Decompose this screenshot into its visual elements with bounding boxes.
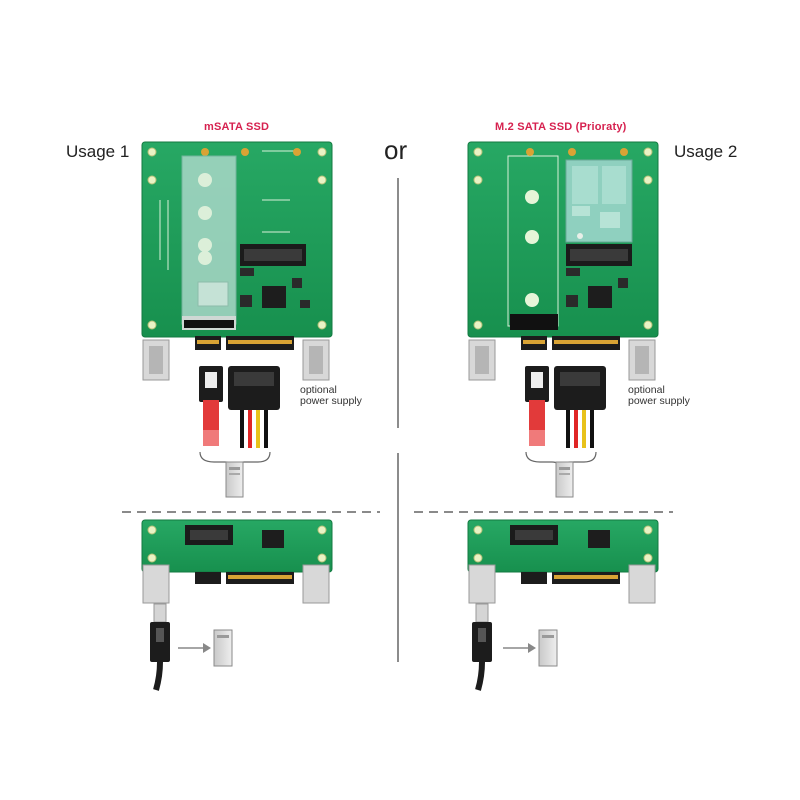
arrow-right-icon [503,643,536,653]
sata-connector-left [195,336,294,350]
usb-ports-right [468,339,656,381]
power-supply-text: power supply [300,395,362,407]
computer-tower-icon [538,629,558,667]
power-cable-left [228,366,280,448]
or-label: or [384,135,408,165]
usage-1-label: Usage 1 [66,142,130,161]
computer-tower-icon [555,461,574,498]
power-cable-right [554,366,606,448]
sata-connector-right [521,336,620,350]
msata-ssd-module [181,155,237,330]
m2-connector-right [566,244,632,266]
optional-text: optional [300,384,337,396]
controller-chips-left [184,268,310,328]
usb-ports-left [142,339,330,381]
adapter-board-left-bottom [141,519,333,604]
optional-text: optional [628,384,665,396]
msata-ssd-title: mSATA SSD [204,121,270,133]
adapter-board-right-bottom [467,519,659,604]
msata-connector-left [240,244,306,266]
usage-2-label: Usage 2 [674,142,738,161]
arrow-right-icon [178,643,211,653]
usb-cable-icon [472,603,492,691]
optional-power-note-right: optional power supply [628,385,690,407]
computer-tower-icon [213,629,233,667]
m2-ssd-module [565,159,633,243]
optional-power-note-left: optional power supply [300,385,362,407]
power-supply-text: power supply [628,395,690,407]
sata-cable-right [525,366,549,446]
computer-tower-icon [225,461,244,498]
usb-cable-icon [150,603,170,691]
m2-sata-ssd-title: M.2 SATA SSD (Prioraty) [495,121,627,133]
controller-chips-right [510,268,628,330]
sata-cable-left [199,366,223,446]
